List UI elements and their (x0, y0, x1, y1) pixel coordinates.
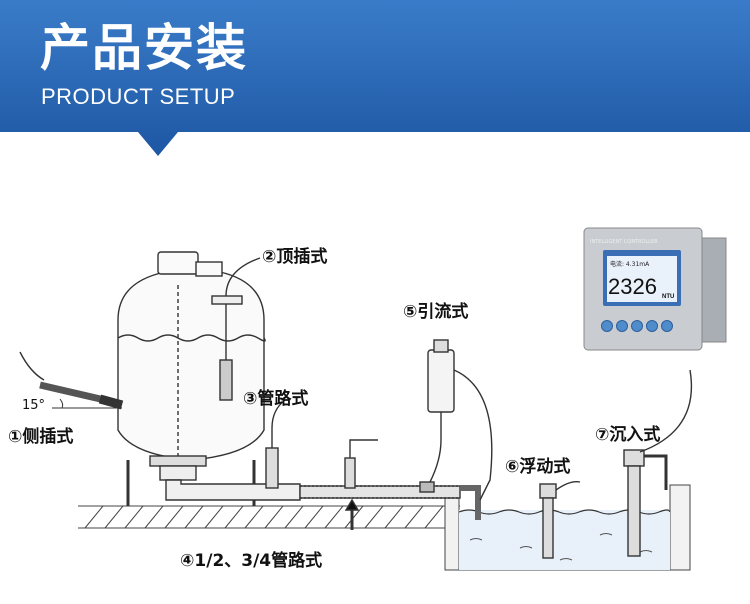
controller-button-1 (601, 320, 613, 332)
label-top-insert: ②顶插式 (262, 246, 327, 267)
label-floating: ⑥浮动式 (505, 456, 570, 477)
controller-button-5 (661, 320, 673, 332)
pipeline-probe (265, 399, 286, 489)
controller-unit: NTU (662, 294, 674, 300)
installation-diagram: INTELLIGENT CONTROLLER 电流: 4.31mA 2326 N… (8, 227, 727, 571)
angle-label: 15° (22, 398, 45, 413)
process-tank (117, 251, 266, 506)
half-pipe-probe (344, 439, 378, 530)
page-subtitle: PRODUCT SETUP (41, 84, 236, 109)
controller-status: 电流: 4.31mA (610, 260, 650, 268)
header-banner: 产品安装 PRODUCT SETUP (0, 0, 750, 158)
side-insert-probe (19, 351, 124, 410)
label-pipeline: ③管路式 (243, 388, 308, 409)
floating-probe (539, 480, 581, 559)
banner-shape (0, 0, 750, 156)
label-submersion: ⑦沉入式 (595, 424, 660, 445)
top-insert-probe (211, 257, 261, 401)
flow-through-probe (427, 339, 493, 501)
method-labels: ②顶插式 ③管路式 ①侧插式 ⑤引流式 ⑥浮动式 ⑦沉入式 ④1/2、3/4管路… (8, 246, 660, 571)
label-half-pipe: ④1/2、3/4管路式 (180, 550, 322, 571)
controller-buttons (601, 320, 673, 332)
submersion-probe (623, 369, 693, 557)
label-side-insert: ①侧插式 (8, 426, 73, 447)
controller-brand: INTELLIGENT CONTROLLER (590, 239, 658, 245)
controller-button-3 (631, 320, 643, 332)
page-title: 产品安装 (40, 19, 248, 77)
pipeline (165, 479, 481, 520)
controller-reading: 2326 (608, 274, 657, 299)
label-flow-through: ⑤引流式 (403, 301, 468, 322)
controller-device: INTELLIGENT CONTROLLER 电流: 4.31mA 2326 N… (583, 227, 727, 351)
controller-button-2 (616, 320, 628, 332)
controller-button-4 (646, 320, 658, 332)
